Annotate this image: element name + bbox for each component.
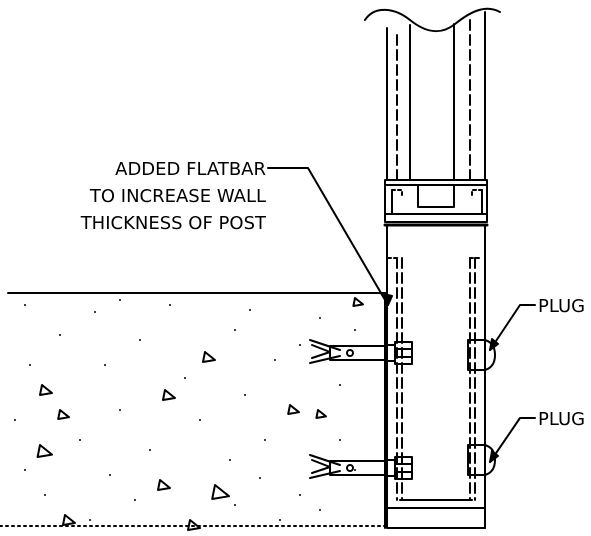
flatbar-label-line-2: TO INCREASE WALL <box>89 186 266 207</box>
anchor-bolt-lower <box>309 454 413 480</box>
aggregate-triangle <box>287 404 300 415</box>
aggregate-dot <box>14 419 16 421</box>
aggregate-triangle <box>202 351 216 363</box>
aggregate-triangle <box>39 384 53 396</box>
cap-sides <box>391 189 483 215</box>
aggregate-triangle <box>187 519 201 531</box>
aggregate-dot <box>264 439 266 441</box>
aggregate-dot <box>319 317 321 319</box>
aggregate-dot <box>139 339 141 341</box>
aggregate-triangle <box>57 409 70 420</box>
aggregate-dot <box>354 469 356 471</box>
aggregate-dot <box>119 299 121 301</box>
aggregate-dot <box>149 449 151 451</box>
plug-body <box>467 339 486 371</box>
aggregate-triangle <box>352 297 364 307</box>
aggregate-dot <box>94 311 96 313</box>
aggregate-triangle <box>162 389 176 401</box>
aggregate-dot <box>199 419 201 421</box>
aggregate-dot <box>79 439 81 441</box>
plug-upper-arrow <box>489 338 499 351</box>
aggregate-dot <box>169 304 171 306</box>
plug-lower-arrow <box>489 450 499 463</box>
aggregate-dot <box>234 504 236 506</box>
plug-head <box>484 339 496 371</box>
aggregate-dot <box>279 519 281 521</box>
cap-frame <box>384 179 488 223</box>
anchor-pin <box>346 349 354 357</box>
aggregate-dot <box>24 304 26 306</box>
aggregate-dot <box>24 469 26 471</box>
aggregate-dot <box>339 384 341 386</box>
aggregate-triangle <box>211 484 230 500</box>
plug-lower-label: PLUG <box>538 409 585 430</box>
plug-upper-label: PLUG <box>538 296 585 317</box>
aggregate-dot <box>234 329 236 331</box>
cap-assembly <box>383 179 489 227</box>
aggregate-dot <box>354 329 356 331</box>
aggregate-dot <box>44 494 46 496</box>
plug-upper <box>467 339 496 371</box>
aggregate-hatch <box>14 297 364 531</box>
aggregate-dot <box>299 494 301 496</box>
aggregate-dot <box>134 499 136 501</box>
flatbar-label-line-1: ADDED FLATBAR <box>115 159 266 180</box>
base-plate <box>386 507 486 529</box>
aggregate-dot <box>109 474 111 476</box>
aggregate-triangle <box>36 444 53 458</box>
flatbar-leader-arrow <box>383 293 393 306</box>
flatbar-label-line-3: THICKNESS OF POST <box>80 213 267 234</box>
aggregate-dot <box>259 477 261 479</box>
callout-labels: ADDED FLATBAR TO INCREASE WALL THICKNESS… <box>80 159 585 430</box>
aggregate-dot <box>184 377 186 379</box>
aggregate-dot <box>339 439 341 441</box>
plug-upper-leader <box>489 304 536 351</box>
plug-head <box>484 444 496 476</box>
aggregate-dot <box>119 409 121 411</box>
aggregate-triangle <box>315 409 327 419</box>
aggregate-dot <box>29 364 31 366</box>
aggregate-dot <box>104 364 106 366</box>
plug-body <box>467 444 486 476</box>
anchor-pin <box>346 464 354 472</box>
cap-slot <box>417 184 455 208</box>
anchor-nut <box>394 341 413 365</box>
aggregate-triangle <box>157 479 171 491</box>
anchor-nut <box>394 456 413 480</box>
aggregate-dot <box>59 334 61 336</box>
plug-lower <box>467 444 496 476</box>
aggregate-dot <box>229 459 231 461</box>
aggregate-triangle <box>62 514 76 526</box>
aggregate-dot <box>249 309 251 311</box>
anchor-shank <box>329 460 386 476</box>
post-base <box>386 224 486 529</box>
break-line <box>364 7 501 33</box>
concrete-footing <box>0 292 386 531</box>
steel-post <box>364 7 501 181</box>
aggregate-dot <box>274 359 276 361</box>
aggregate-dot <box>89 519 91 521</box>
plug-lower-leader <box>489 417 536 463</box>
anchor-shank <box>329 345 386 361</box>
cap-profile-dashed <box>391 189 483 199</box>
aggregate-dot <box>299 344 301 346</box>
aggregate-dot <box>319 509 321 511</box>
anchor-bolt-upper <box>309 339 413 365</box>
aggregate-dot <box>244 394 246 396</box>
flatbar-leader <box>267 167 389 306</box>
